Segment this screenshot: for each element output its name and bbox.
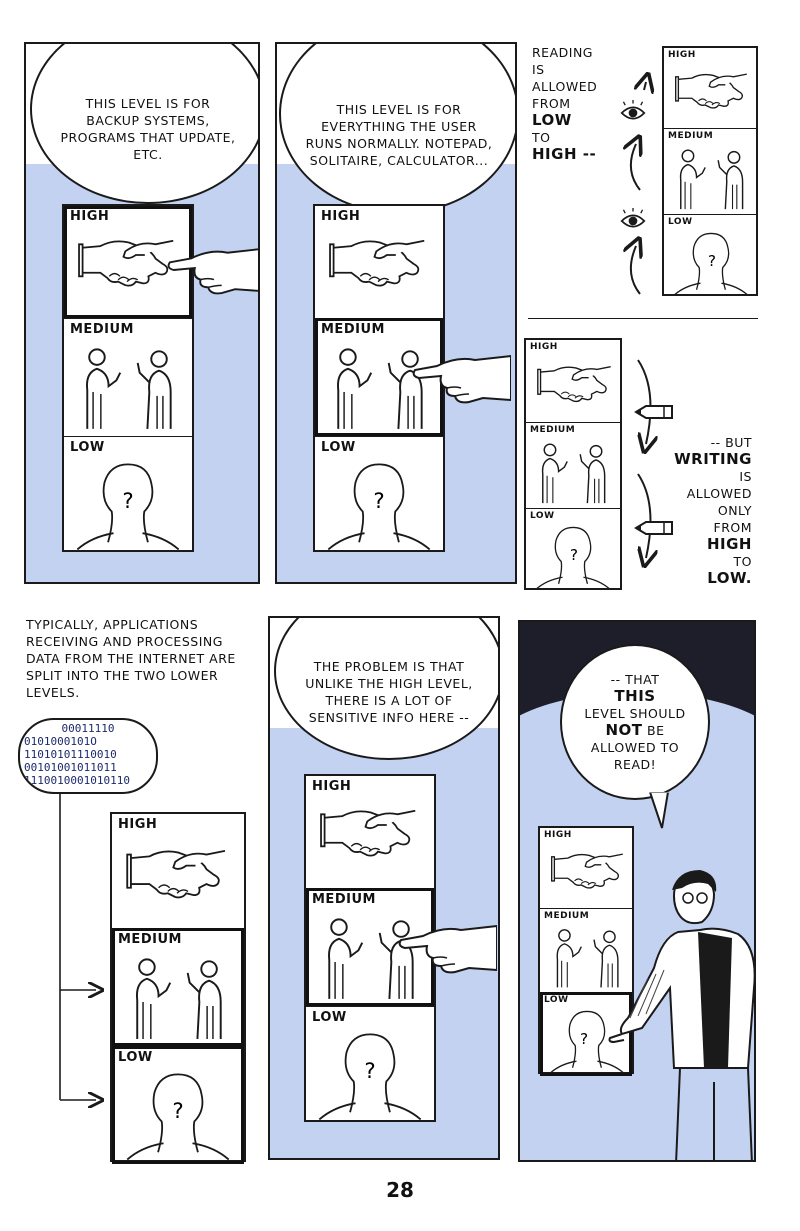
level-high: HIGH — [664, 48, 756, 128]
level-low: LOW ? — [112, 1046, 244, 1164]
people-icon — [86, 348, 172, 430]
svg-text:?: ? — [172, 1099, 183, 1124]
handshake-icon — [674, 73, 748, 109]
level-medium: MEDIUM — [664, 128, 756, 214]
panel-6: THE PROBLEM IS THAT UNLIKE THE HIGH LEVE… — [268, 616, 500, 1160]
speech-bubble-1: THIS LEVEL IS FOR BACKUP SYSTEMS, PROGRA… — [30, 44, 258, 204]
level-high: HIGH — [64, 206, 192, 318]
people-icon — [135, 958, 222, 1040]
pointing-hand-icon — [412, 355, 511, 404]
head-icon: ? — [535, 526, 611, 590]
bubble-tail — [648, 792, 670, 829]
internet-routing-arrows — [59, 794, 106, 1114]
level-high: HIGH — [540, 828, 632, 908]
handshake-icon — [329, 239, 426, 287]
level-medium: MEDIUM — [526, 422, 620, 508]
level-high: HIGH — [315, 206, 443, 318]
svg-text:?: ? — [122, 489, 133, 514]
pencil-icon — [635, 521, 673, 535]
level-low: LOW ? — [664, 214, 756, 298]
svg-text:?: ? — [373, 489, 384, 514]
speech-bubble-7: -- THAT THIS LEVEL SHOULD NOT BE ALLOWED… — [560, 644, 710, 800]
svg-text:?: ? — [364, 1059, 375, 1084]
level-stack-5: HIGH MEDIUM LOW ? — [110, 812, 246, 1164]
panel-1: THIS LEVEL IS FOR BACKUP SYSTEMS, PROGRA… — [24, 42, 260, 584]
head-icon: ? — [76, 463, 180, 551]
speech-bubble-6: THE PROBLEM IS THAT UNLIKE THE HIGH LEVE… — [274, 618, 498, 760]
level-high: HIGH — [306, 776, 434, 888]
people-icon — [679, 149, 744, 210]
writing-caption: -- BUT WRITING IS ALLOWED ONLY FROM HIGH… — [674, 435, 752, 587]
level-medium: MEDIUM — [64, 318, 192, 436]
page-number: 28 — [386, 1178, 414, 1202]
handshake-icon — [126, 849, 226, 899]
level-stack-3: HIGH MEDIUM LOW ? — [662, 46, 758, 296]
pointing-hand-icon — [398, 925, 497, 974]
presenter-figure — [608, 870, 754, 1160]
head-icon: ? — [126, 1073, 230, 1161]
level-stack-7: HIGH MEDIUM LOW ? — [538, 826, 634, 1076]
level-medium: MEDIUM — [112, 928, 244, 1046]
head-icon: ? — [327, 463, 431, 551]
pointing-hand-icon — [167, 247, 258, 295]
head-icon: ? — [673, 232, 749, 296]
level-low: LOW ? — [315, 436, 443, 554]
level-low: LOW ? — [540, 992, 632, 1076]
svg-text:?: ? — [708, 252, 716, 270]
pencil-icon — [635, 405, 673, 419]
panel-2: THIS LEVEL IS FOR EVERYTHING THE USER RU… — [275, 42, 517, 584]
people-icon — [541, 443, 606, 504]
level-high: HIGH — [526, 340, 620, 422]
write-arrows — [628, 359, 668, 584]
panel-3: READING IS ALLOWED FROM LOW TO HIGH -- H… — [528, 40, 760, 302]
level-medium: MEDIUM — [540, 908, 632, 992]
level-low: LOW ? — [306, 1006, 434, 1124]
level-stack-4: HIGH MEDIUM LOW ? — [524, 338, 622, 590]
panel-5: TYPICALLY, APPLICATIONS RECEIVING AND PR… — [16, 612, 260, 1164]
handshake-icon — [320, 809, 417, 857]
panel-4: HIGH MEDIUM LOW ? -- BUT WRITING IS ALLO… — [524, 334, 760, 592]
level-medium: MEDIUM — [315, 318, 443, 436]
panel-7: -- THAT THIS LEVEL SHOULD NOT BE ALLOWED… — [518, 620, 756, 1162]
internet-caption: TYPICALLY, APPLICATIONS RECEIVING AND PR… — [26, 617, 236, 700]
level-low: LOW ? — [526, 508, 620, 592]
head-icon: ? — [318, 1033, 422, 1121]
read-arrows — [620, 60, 660, 295]
level-low: LOW ? — [64, 436, 192, 554]
level-medium: MEDIUM — [306, 888, 434, 1006]
svg-text:?: ? — [570, 546, 578, 564]
handshake-icon — [537, 365, 612, 403]
svg-text:?: ? — [580, 1030, 588, 1048]
internet-cloud: 00011110 0101000101O 11010101110010 0010… — [18, 718, 158, 794]
head-icon: ? — [549, 1010, 625, 1074]
speech-bubble-2: THIS LEVEL IS FOR EVERYTHING THE USER RU… — [279, 44, 515, 214]
panel-divider — [528, 318, 758, 319]
reading-caption: READING IS ALLOWED FROM LOW TO HIGH -- — [532, 45, 598, 163]
level-high: HIGH — [112, 814, 244, 928]
